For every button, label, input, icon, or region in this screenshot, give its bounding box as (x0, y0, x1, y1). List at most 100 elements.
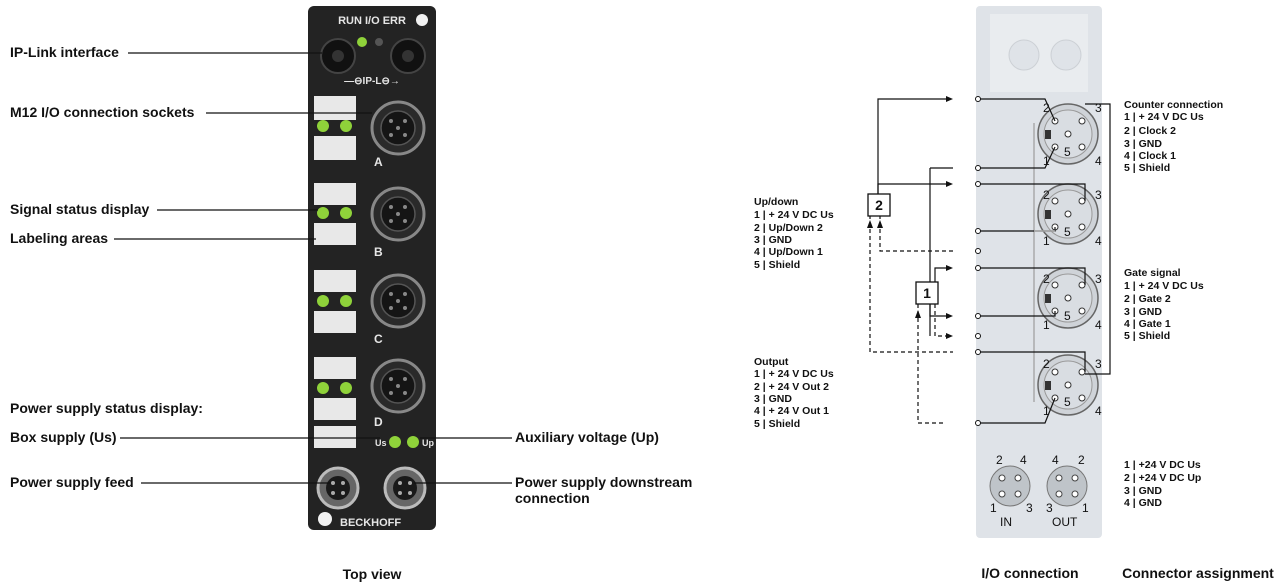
label-area (314, 136, 356, 160)
led-up (407, 436, 419, 448)
caption-top-view: Top view (343, 566, 402, 582)
m12-socket-diagram: 2 3 1 4 5 (1037, 101, 1102, 168)
signal-led (340, 295, 352, 307)
label-power-feed: Power supply feed (10, 474, 134, 490)
device-top-view: RUN I/O ERR —⊖IP-L⊖→ A (308, 6, 436, 530)
mounting-hole-bottom (318, 512, 332, 526)
svg-text:1 | + 24 V DC Us: 1 | + 24 V DC Us (1124, 280, 1204, 292)
svg-text:Up/down: Up/down (754, 196, 798, 208)
svg-text:1 | + 24 V DC Us: 1 | + 24 V DC Us (1124, 111, 1204, 123)
svg-text:3: 3 (1095, 357, 1102, 371)
svg-text:4 | Clock 1: 4 | Clock 1 (1124, 150, 1176, 162)
svg-text:4 | GND: 4 | GND (1124, 497, 1162, 509)
svg-text:3: 3 (1095, 188, 1102, 202)
svg-text:1 | + 24 V DC Us: 1 | + 24 V DC Us (754, 209, 834, 221)
svg-text:Output: Output (754, 356, 789, 368)
signal-led (317, 295, 329, 307)
svg-text:2 | Gate 2: 2 | Gate 2 (1124, 293, 1171, 305)
channel-c: C (314, 270, 426, 346)
svg-text:3 | GND: 3 | GND (1124, 306, 1162, 318)
svg-text:3: 3 (1095, 101, 1102, 115)
svg-text:2: 2 (1043, 101, 1050, 115)
svg-text:2 | + 24 V Out 2: 2 | + 24 V Out 2 (754, 381, 829, 393)
label-area (314, 426, 356, 448)
signal-led (340, 382, 352, 394)
svg-text:1: 1 (1043, 154, 1050, 168)
svg-text:3 | GND: 3 | GND (754, 234, 792, 246)
label-box-supply: Box supply (Us) (10, 429, 117, 445)
power-downstream-connector (383, 466, 427, 510)
svg-text:5: 5 (1064, 145, 1071, 159)
svg-text:2: 2 (1043, 188, 1050, 202)
label-power-status: Power supply status display: (10, 400, 203, 416)
label-area (314, 270, 356, 292)
svg-text:5 | Shield: 5 | Shield (1124, 162, 1170, 174)
svg-text:4: 4 (1095, 234, 1102, 248)
label-labeling: Labeling areas (10, 230, 108, 246)
label-downstream-2: connection (515, 490, 590, 506)
label-area (314, 311, 356, 333)
mounting-hole-top (416, 14, 428, 26)
m12-socket-diagram: 2 3 1 4 5 (1037, 267, 1102, 332)
svg-text:3: 3 (1095, 272, 1102, 286)
power-assignment: 1 | +24 V DC Us 2 | +24 V DC Up 3 | GND … (1124, 459, 1201, 509)
svg-text:3: 3 (1026, 501, 1033, 515)
svg-text:5: 5 (1064, 309, 1071, 323)
led-up-label: Up (422, 438, 434, 448)
svg-text:2: 2 (996, 453, 1003, 467)
m12-socket-diagram: 2 3 1 4 5 (1037, 183, 1102, 248)
sensor-box-1: 1 (915, 281, 939, 305)
label-area (314, 96, 356, 120)
svg-text:1: 1 (990, 501, 997, 515)
led-us-label: Us (375, 438, 387, 448)
updown-assignment: Up/down 1 | + 24 V DC Us 2 | Up/Down 2 3… (754, 196, 834, 271)
label-aux-voltage: Auxiliary voltage (Up) (515, 429, 659, 445)
ip-link-connector-left (320, 38, 356, 74)
caption-io-connection: I/O connection (981, 565, 1078, 581)
counter-assignment: Counter connection 1 | + 24 V DC Us 2 | … (1124, 99, 1223, 174)
caption-connector-assignment: Connector assignment (1122, 565, 1274, 581)
svg-text:4: 4 (1095, 154, 1102, 168)
svg-text:4: 4 (1052, 453, 1059, 467)
device-top-label: RUN I/O ERR (338, 15, 406, 27)
svg-text:5: 5 (1064, 395, 1071, 409)
svg-text:4 | Up/Down 1: 4 | Up/Down 1 (754, 246, 823, 258)
svg-text:1: 1 (1043, 404, 1050, 418)
svg-text:Counter connection: Counter connection (1124, 99, 1223, 111)
power-feed-connector (316, 466, 360, 510)
svg-text:4: 4 (1020, 453, 1027, 467)
svg-text:3 | GND: 3 | GND (754, 393, 792, 405)
power-connector-out: 4 2 3 1 OUT (1046, 453, 1089, 529)
svg-text:5: 5 (1064, 225, 1071, 239)
led-us (389, 436, 401, 448)
socket-letter: D (374, 415, 383, 429)
channel-a: A (314, 96, 426, 169)
brand-logo: BECKHOFF (340, 517, 401, 529)
svg-text:3 | GND: 3 | GND (1124, 138, 1162, 150)
io-connection-panel: 2 3 1 4 5 2 3 1 4 5 2 3 (976, 6, 1111, 538)
channel-d: D (314, 357, 426, 448)
label-area (314, 357, 356, 379)
label-m12: M12 I/O connection sockets (10, 104, 195, 120)
svg-text:2: 2 (1043, 272, 1050, 286)
label-area (314, 183, 356, 205)
signal-led (340, 120, 352, 132)
svg-text:4: 4 (1095, 318, 1102, 332)
power-connector-in: 2 4 1 3 IN (989, 453, 1033, 529)
signal-led (317, 207, 329, 219)
svg-text:5 | Shield: 5 | Shield (1124, 330, 1170, 342)
label-area (314, 223, 356, 245)
label-signal-status: Signal status display (10, 201, 149, 217)
power-out-label: OUT (1052, 515, 1078, 529)
signal-led (340, 207, 352, 219)
svg-text:2: 2 (1078, 453, 1085, 467)
ip-link-connector-right (390, 38, 426, 74)
socket-letter: A (374, 155, 383, 169)
external-wiring: 2 1 (867, 96, 1086, 426)
socket-letter: C (374, 332, 383, 346)
output-assignment: Output 1 | + 24 V DC Us 2 | + 24 V Out 2… (754, 356, 834, 430)
svg-text:4: 4 (1095, 404, 1102, 418)
svg-text:1: 1 (1043, 234, 1050, 248)
sensor-box-2: 2 (867, 193, 891, 217)
svg-text:1 | +24 V DC Us: 1 | +24 V DC Us (1124, 459, 1201, 471)
